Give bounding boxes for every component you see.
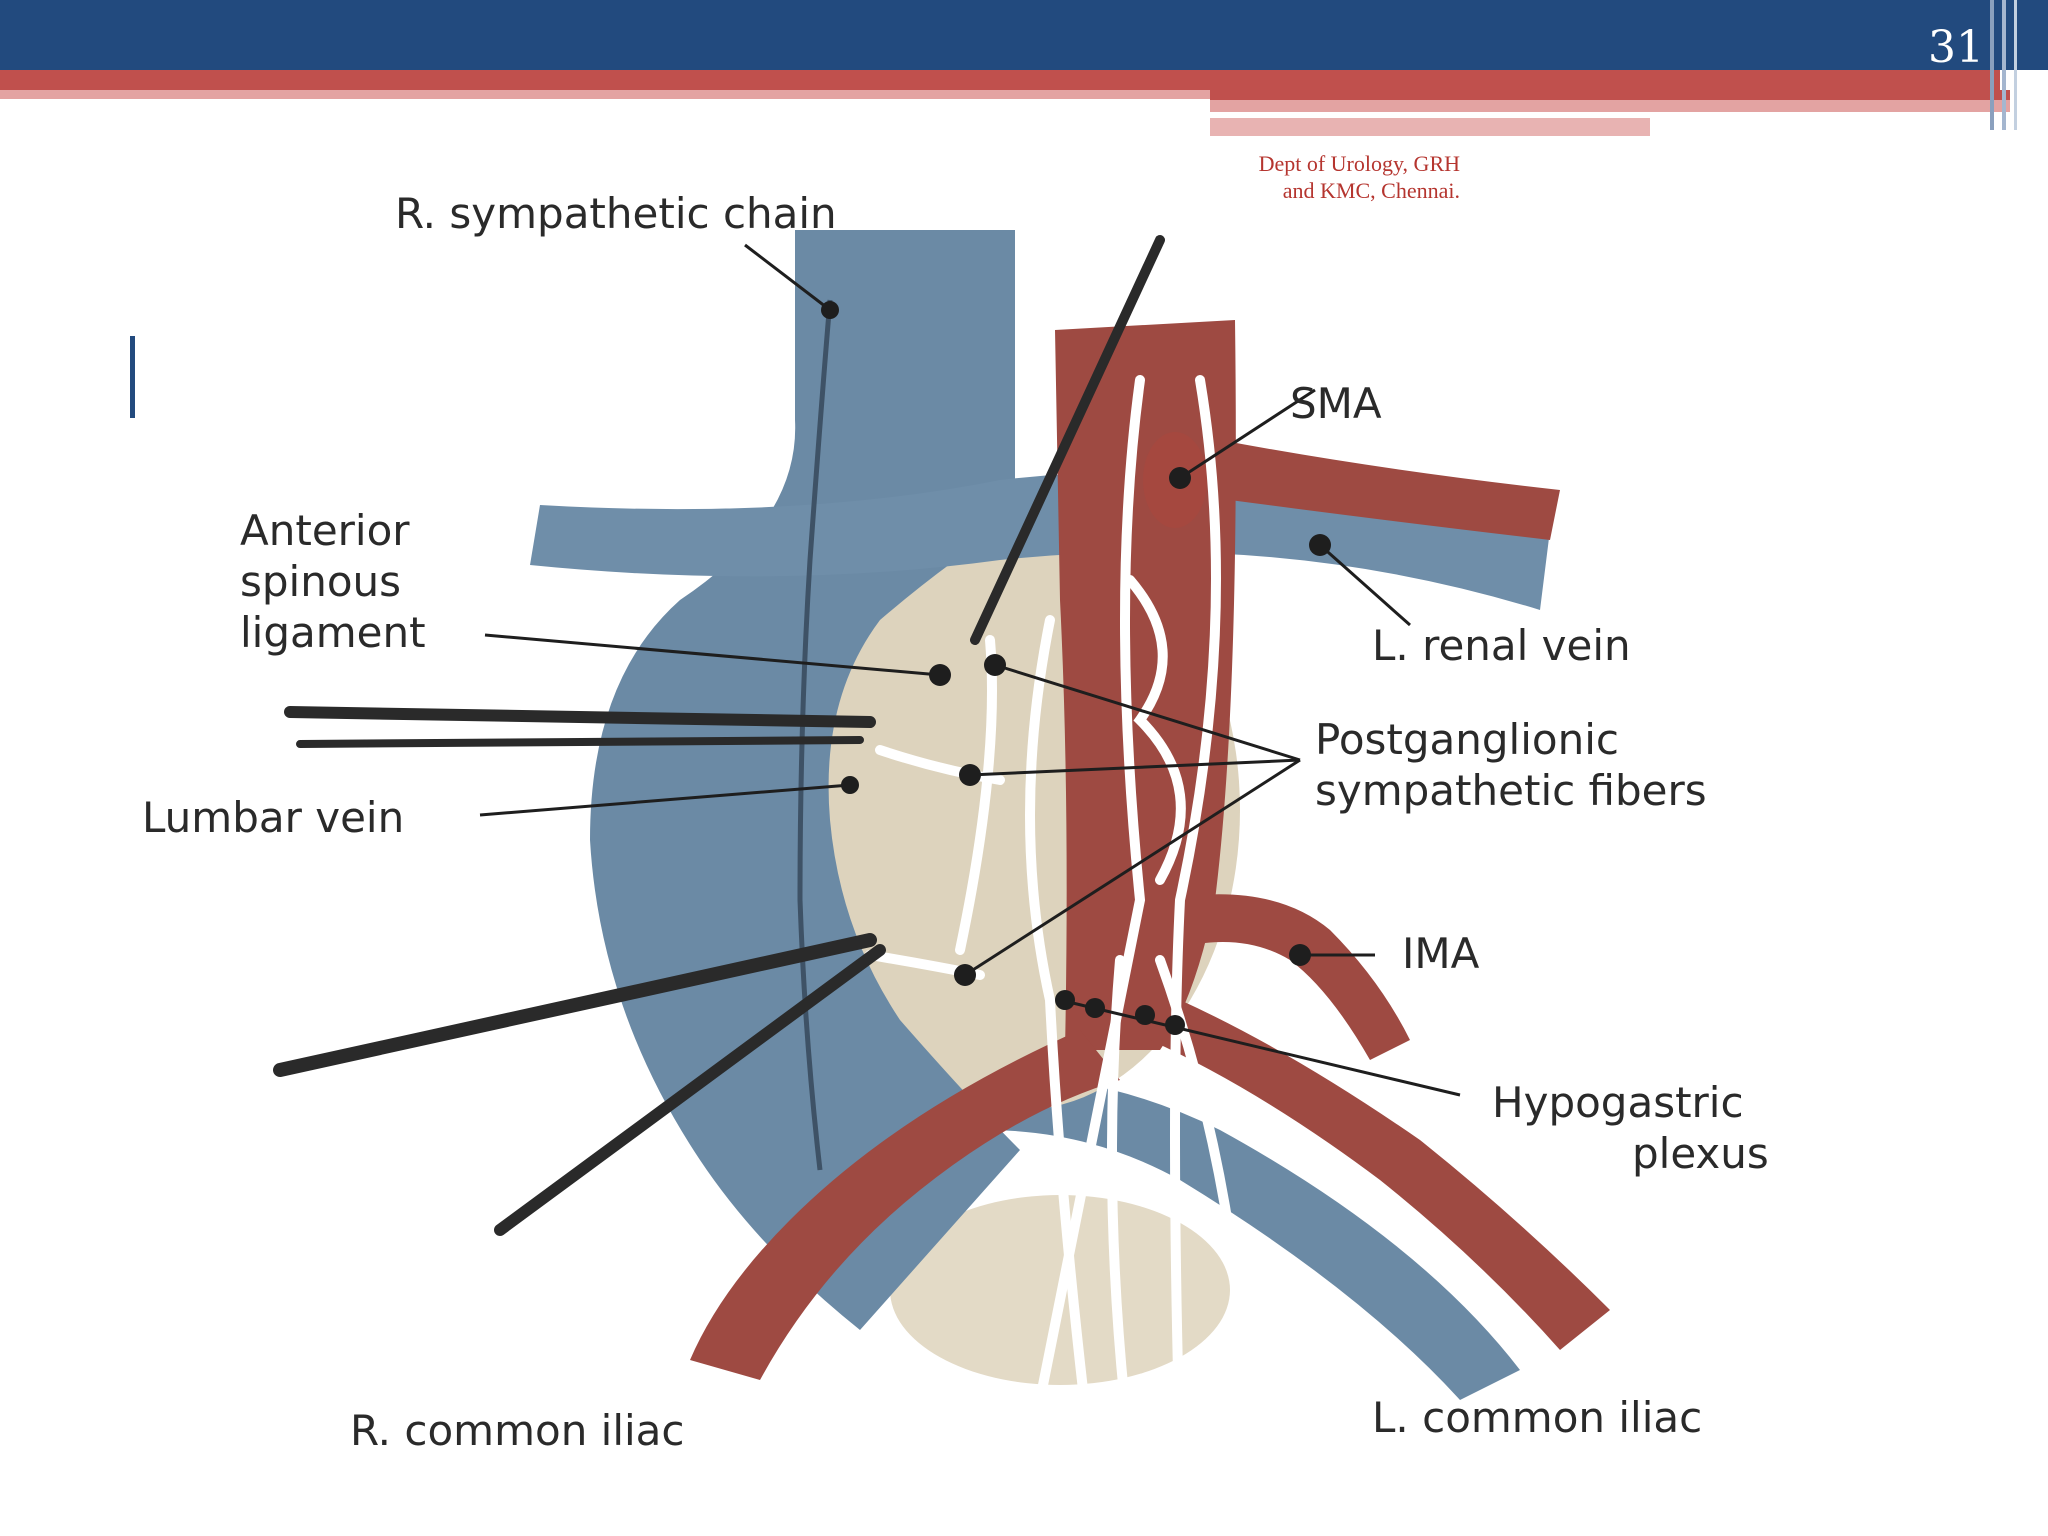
header-red-step: [1210, 90, 2010, 100]
retractor-top: [970, 235, 1165, 645]
header-pink-step: [1210, 100, 2010, 112]
label-anterior-spinous-ligament-2: spinous: [240, 557, 401, 606]
edge-line-1: [1990, 0, 1994, 130]
leader-dots: [821, 301, 1331, 1035]
label-lumbar-vein: Lumbar vein: [142, 793, 404, 842]
label-anterior-spinous-ligament-3: ligament: [240, 608, 426, 657]
label-l-common-iliac: L. common iliac: [1372, 1393, 1702, 1442]
department-credit-line-2: and KMC, Chennai.: [1282, 178, 1460, 203]
label-r-sympathetic-chain: R. sympathetic chain: [395, 189, 837, 238]
label-postganglionic-2: sympathetic fibers: [1315, 766, 1707, 815]
department-credit: Dept of Urology, GRH and KMC, Chennai.: [1232, 150, 1460, 204]
header-pink-tail: [1210, 118, 1650, 136]
title-accent-bar: [130, 336, 135, 418]
retractor-left-lower: [296, 736, 864, 748]
nerve-plexus: [865, 375, 1255, 1455]
slide-number: 31: [1928, 22, 1984, 73]
l-common-iliac-artery: [1150, 1000, 1610, 1350]
label-l-renal-vein: L. renal vein: [1372, 621, 1631, 670]
retractor-left-upper: [284, 706, 876, 728]
header-red-stripe: [0, 70, 2000, 90]
label-sma: SMA: [1290, 379, 1382, 428]
edge-line-2: [2002, 0, 2006, 138]
label-r-common-iliac: R. common iliac: [350, 1406, 685, 1455]
header-pink-stripe: [0, 90, 1210, 99]
label-hypogastric-plexus-2: plexus: [1632, 1129, 1769, 1178]
retractors: [273, 235, 1165, 1236]
label-postganglionic-1: Postganglionic: [1315, 715, 1619, 764]
r-common-iliac-artery: [690, 1030, 1120, 1380]
retractor-lower-1: [273, 933, 877, 1077]
label-ima: IMA: [1402, 929, 1480, 978]
header-bar: [0, 0, 2048, 70]
ima-vessel: [1160, 894, 1410, 1060]
label-hypogastric-plexus-1: Hypogastric: [1492, 1078, 1744, 1127]
retractor-lower-2: [494, 944, 886, 1236]
edge-line-3: [2014, 0, 2017, 138]
leader-lines: [479, 243, 1461, 1097]
department-credit-line-1: Dept of Urology, GRH: [1258, 151, 1460, 176]
image-crop-mask: [1775, 130, 2048, 1460]
renal-artery: [1220, 440, 1560, 540]
label-anterior-spinous-ligament-1: Anterior: [240, 506, 410, 555]
